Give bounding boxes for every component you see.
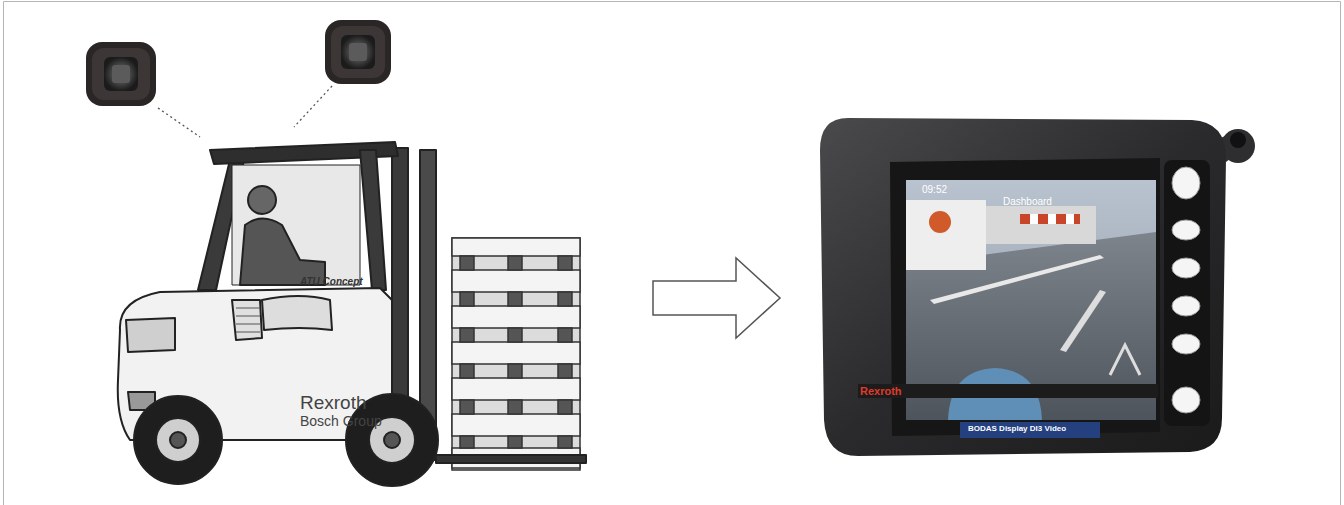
forklift	[118, 142, 586, 486]
brand-logo: Rexroth	[860, 385, 902, 397]
leader-line	[158, 108, 200, 137]
flow-arrow	[653, 258, 780, 338]
brand-logo: Rexroth	[300, 393, 367, 414]
leader-line	[294, 86, 332, 127]
frame	[4, 2, 1341, 505]
camera	[325, 20, 391, 84]
screen-title: Dashboard	[1003, 196, 1052, 207]
camera	[86, 42, 156, 106]
product-name: BODAS Display DI3 Video	[968, 425, 1066, 434]
screen-clock: 09:52	[922, 184, 947, 195]
brand-text: ATU Concept	[300, 276, 363, 287]
display-unit	[820, 118, 1255, 456]
brand-subtitle: Bosch Group	[300, 414, 382, 429]
pallet-stack	[452, 238, 580, 470]
